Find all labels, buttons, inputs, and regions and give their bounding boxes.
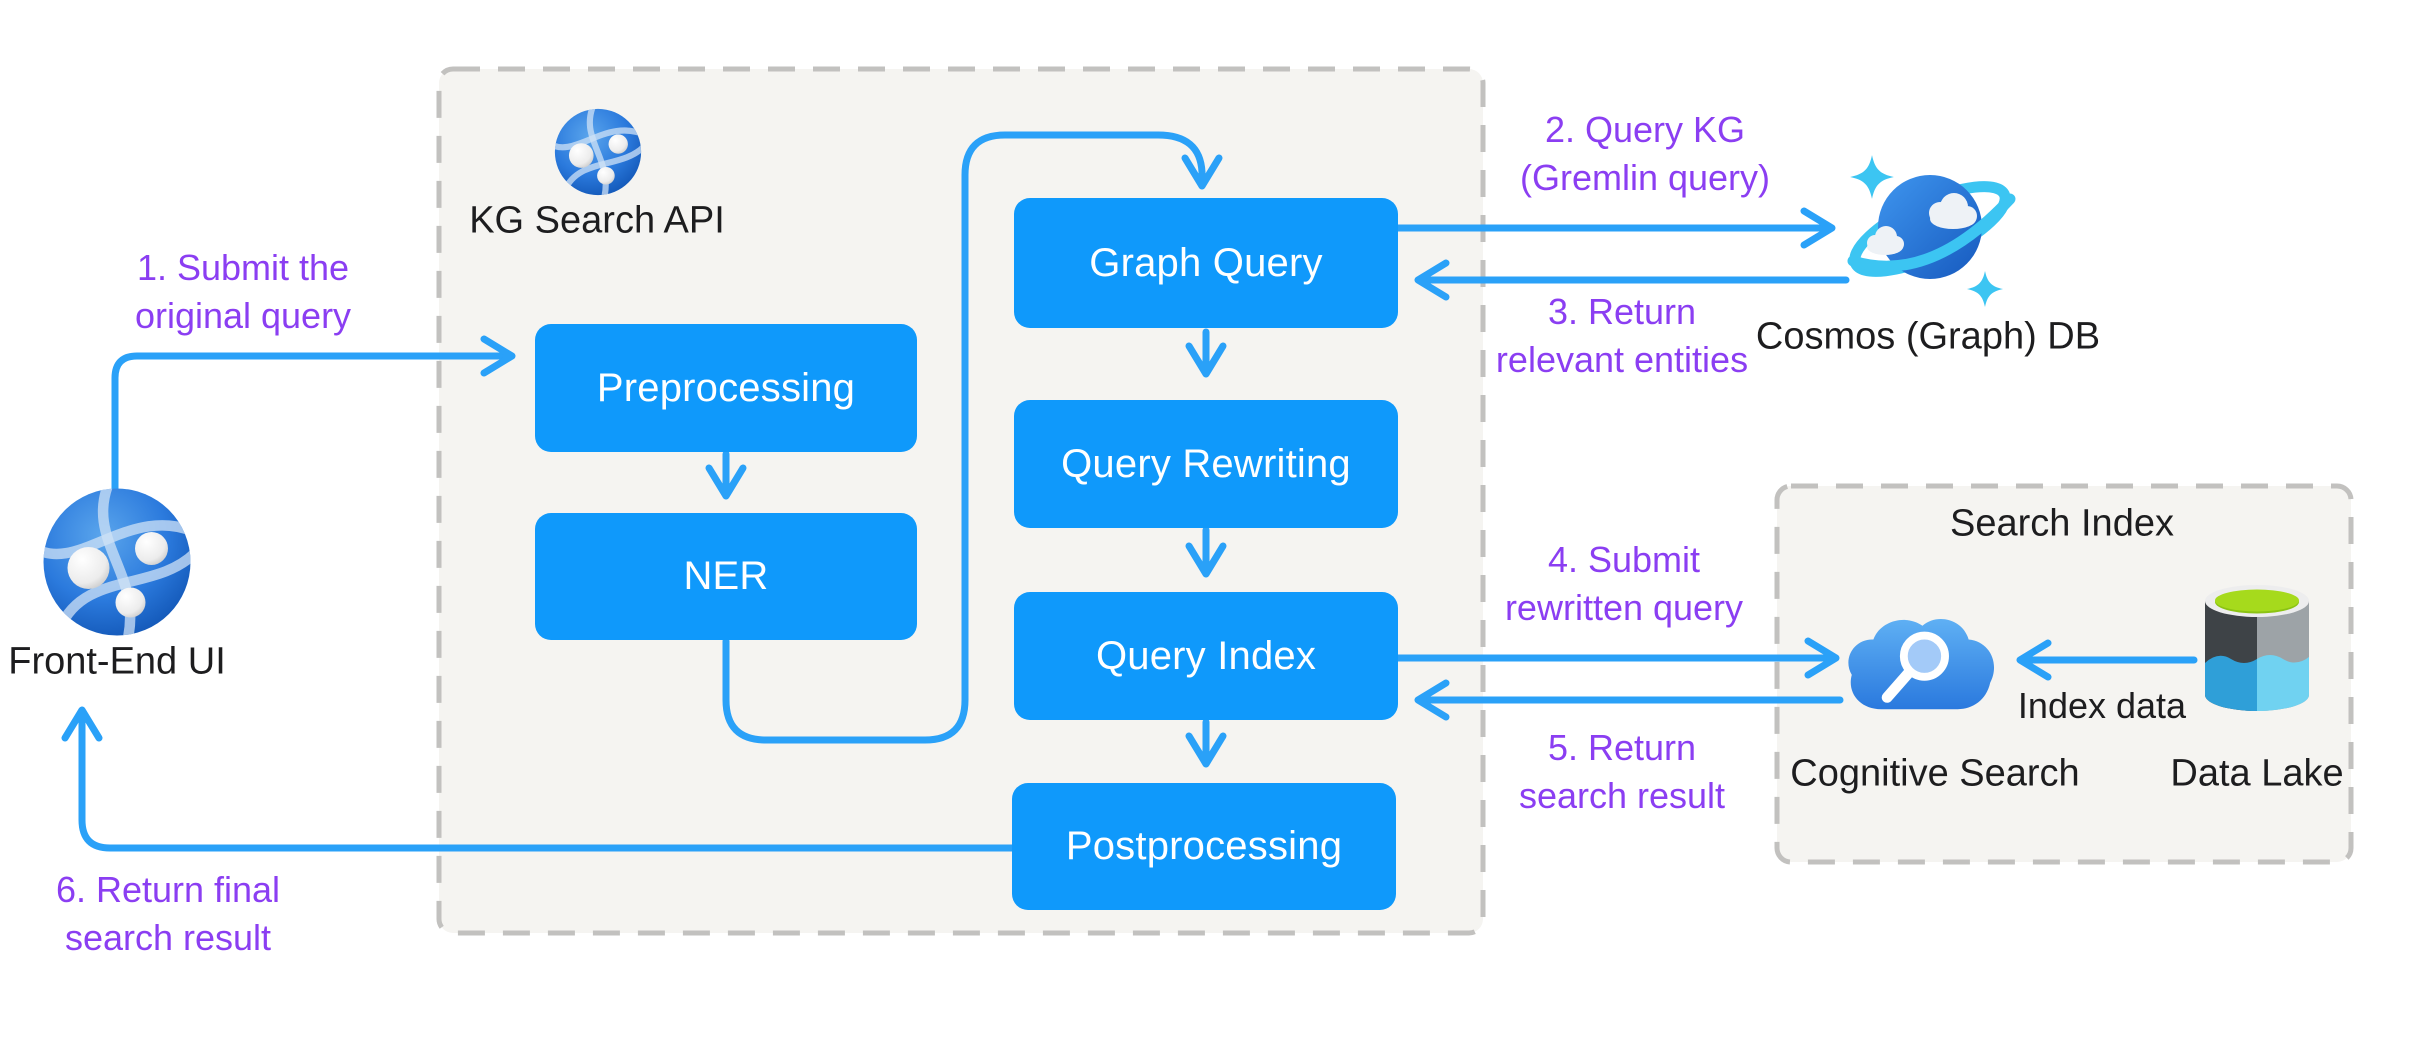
flow-label-step3: 3. Return relevant entities (1496, 288, 1748, 384)
flow-label-step1-line1: 1. Submit the (136, 247, 350, 288)
flow-label-step3-line2: relevant entities (1495, 339, 1749, 380)
data-lake-cylinder-icon (2202, 583, 2312, 723)
preprocessing-box: Preprocessing (535, 324, 917, 452)
flow-label-step6: 6. Return final search result (56, 866, 280, 962)
kg-search-api-label: KG Search API (469, 199, 725, 242)
query-rewriting-box-label: Query Rewriting (1061, 441, 1351, 486)
graph-query-box: Graph Query (1014, 198, 1398, 328)
ner-box: NER (535, 513, 917, 640)
edge-step1-submit-original-query (111, 335, 516, 496)
cosmos-planet-icon (1827, 143, 2032, 315)
flow-label-step5-line2: search result (1518, 775, 1726, 816)
data-lake-label: Data Lake (2170, 752, 2344, 795)
flow-label-step1-line2: original query (134, 295, 352, 336)
flow-label-step6-line1: 6. Return final (55, 869, 281, 910)
flow-label-step2: 2. Query KG (Gremlin query) (1520, 106, 1770, 202)
flow-label-step6-line2: search result (64, 917, 272, 958)
flow-label-step5-line1: 5. Return (1547, 727, 1697, 768)
query-rewriting-box: Query Rewriting (1014, 400, 1398, 528)
flow-label-step4-line2: rewritten query (1504, 587, 1744, 628)
flow-label-step4: 4. Submit rewritten query (1505, 536, 1743, 632)
flow-label-step1: 1. Submit the original query (135, 244, 351, 340)
flow-label-step2-line2: (Gremlin query) (1519, 157, 1771, 198)
cognitive-search-label: Cognitive Search (1790, 752, 2080, 795)
query-index-box: Query Index (1014, 592, 1398, 720)
preprocessing-box-label: Preprocessing (596, 365, 856, 410)
edge-step6-return-final-result (61, 706, 1016, 852)
search-index-container (1774, 483, 2354, 865)
front-end-ui-label: Front-End UI (8, 640, 226, 683)
edge-ner-to-graph-query (722, 131, 1223, 744)
ner-box-label: NER (683, 554, 769, 598)
search-cloud-icon (1840, 608, 2002, 723)
cosmos-db-label: Cosmos (Graph) DB (1755, 315, 2101, 358)
query-index-box-label: Query Index (1095, 633, 1317, 678)
search-index-title: Search Index (1950, 502, 2174, 545)
flow-label-step3-line1: 3. Return (1547, 291, 1697, 332)
flow-label-step4-line1: 4. Submit (1547, 539, 1701, 580)
network-globe-icon (42, 487, 192, 637)
flow-label-step2-line1: 2. Query KG (1544, 109, 1746, 150)
flow-label-step5: 5. Return search result (1519, 724, 1725, 820)
network-globe-icon (554, 108, 642, 196)
postprocessing-box: Postprocessing (1012, 783, 1396, 910)
graph-query-box-label: Graph Query (1089, 240, 1323, 285)
postprocessing-box-label: Postprocessing (1065, 824, 1343, 868)
index-data-label: Index data (2017, 685, 2187, 726)
